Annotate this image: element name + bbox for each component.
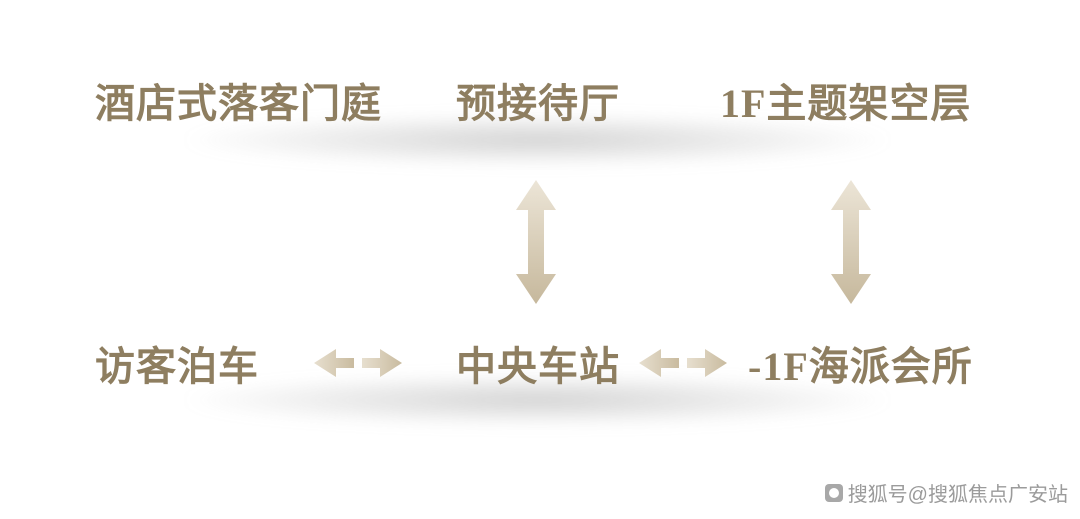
arrow-right-icon (362, 349, 402, 377)
bottom-row-shadow (55, 364, 1020, 436)
arrow-left-icon (639, 349, 679, 377)
top-row-shadow (55, 104, 1020, 176)
double-arrow-horizontal-icon (314, 349, 402, 377)
node-1f-stilt-floor: 1F主题架空层 (720, 81, 972, 126)
node-pre-reception: 预接待厅 (456, 81, 620, 126)
node-hotel-dropoff: 酒店式落客门庭 (95, 81, 382, 126)
arrow-right-icon (687, 349, 727, 377)
sohu-logo-icon (824, 483, 843, 502)
double-arrow-vertical-icon (831, 180, 871, 304)
watermark-text: 搜狐号@搜狐焦点广安站 (847, 484, 1068, 506)
node-b1f-clubhouse: -1F海派会所 (748, 344, 973, 389)
node-central-station: 中央车站 (456, 344, 620, 389)
arrow-left-icon (314, 349, 354, 377)
watermark: 搜狐号@搜狐焦点广安站 (824, 478, 1068, 507)
node-visitor-parking: 访客泊车 (95, 344, 259, 389)
double-arrow-horizontal-icon (639, 349, 727, 377)
double-arrow-vertical-icon (516, 180, 556, 304)
